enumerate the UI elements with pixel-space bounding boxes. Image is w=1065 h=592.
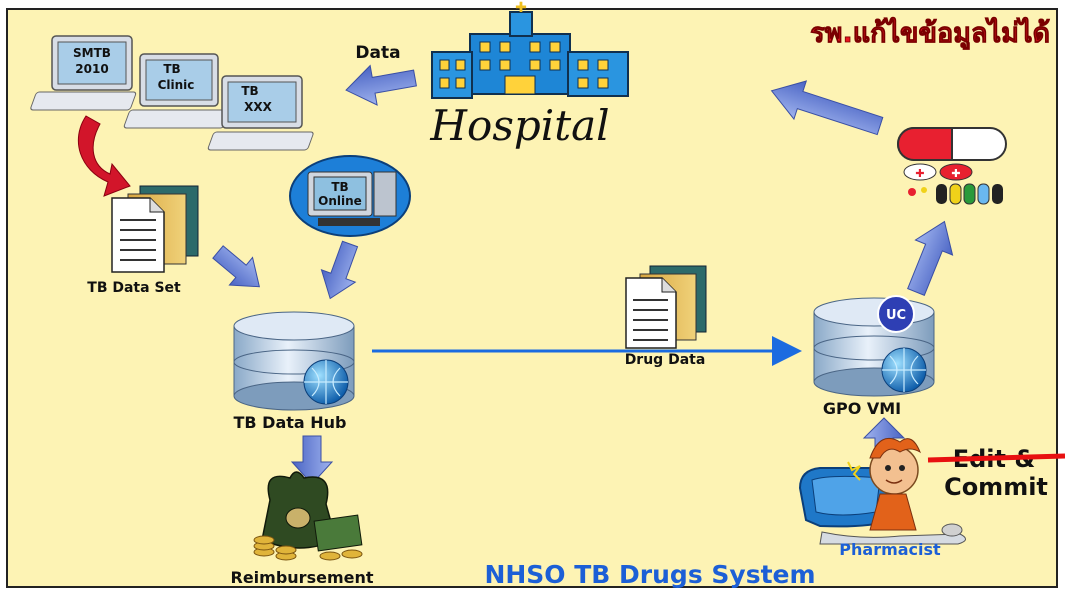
edit-commit-line2: Commit: [944, 473, 1048, 501]
arrow-hub-to-reimbursement-icon: [290, 435, 334, 485]
tb-online-label-line1: TB: [331, 180, 348, 194]
reimbursement-label: Reimbursement: [231, 568, 374, 587]
svg-text:✚: ✚: [515, 0, 527, 16]
computer-icon-smtb: [30, 35, 137, 111]
drug-data-document-icon: [625, 265, 707, 349]
computer-icon-tb-xxx: [207, 75, 314, 151]
computer-label-tbxxx-line2: XXX: [244, 100, 273, 114]
data-arrow-label: Data: [355, 43, 400, 63]
pharmacist-label: Pharmacist: [839, 540, 941, 559]
tb-online-label-line2: Online: [318, 194, 362, 208]
computer-icon-tb-clinic: [123, 53, 230, 129]
tb-data-hub-label: TB Data Hub: [233, 413, 346, 432]
svg-text:UC: UC: [886, 308, 906, 323]
hospital-building-icon: ✚: [431, 0, 629, 99]
tb-data-hub-database-icon: [233, 311, 355, 411]
uc-badge: UC: [877, 295, 915, 333]
tb-data-set-document-icon: [111, 185, 199, 273]
data-arrow-icon: [345, 64, 417, 106]
computer-label-tbclinic-line2: Clinic: [158, 78, 195, 92]
arrow-gpo-to-pills-icon: [907, 220, 954, 297]
pharmacist-at-computer-icon: [798, 438, 966, 545]
computer-label-smtb-line1: SMTB: [73, 46, 111, 60]
hospital-label: Hospital: [429, 101, 609, 150]
drug-data-label: Drug Data: [625, 352, 706, 368]
computer-label-tbclinic-line1: TB: [163, 62, 180, 76]
strike-through-line: [927, 453, 1065, 463]
gpo-vmi-label: GPO VMI: [823, 399, 901, 418]
red-curved-arrow-icon: [77, 115, 131, 197]
gpo-vmi-database-icon: [813, 297, 935, 397]
tb-data-set-label: TB Data Set: [87, 280, 181, 296]
arrow-pills-to-hospital-icon: [770, 80, 884, 136]
arrow-online-to-hub-icon: [320, 240, 359, 300]
svg-text:✚: ✚: [951, 167, 960, 180]
computer-label-tbxxx-line1: TB: [241, 84, 258, 98]
tb-online-computer-icon: [289, 155, 411, 237]
money-bag-icon: [253, 471, 363, 561]
drug-capsule-icon: ✚ ✚: [897, 127, 1007, 205]
system-title: NHSO TB Drugs System: [484, 560, 815, 589]
warning-text: รพ.แก้ไขข้อมูลไม่ได้: [810, 17, 1050, 50]
svg-text:✚: ✚: [915, 167, 924, 180]
computer-label-smtb-line2: 2010: [75, 62, 108, 76]
arrow-data-set-to-hub-icon: [212, 245, 261, 288]
